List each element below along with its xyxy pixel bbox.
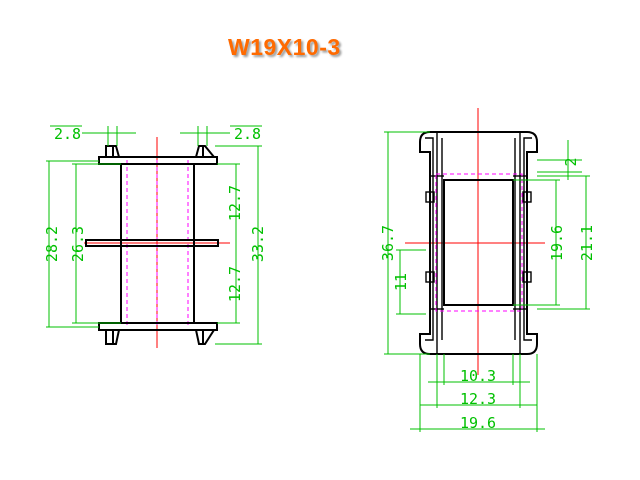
top-flange [98,156,218,165]
dim-upper-section: 12.7 [226,185,244,221]
top-right-pin [195,145,215,158]
dim-inner-width: 12.3 [460,390,496,408]
dim-pin-width-left: 2.8 [54,125,81,143]
top-left-pin [105,145,120,158]
dim-slot-height: 11 [392,273,410,291]
bottom-left-pin [105,329,120,345]
winding-window [443,179,514,306]
dim-window-height: 19.6 [548,225,566,261]
side-view: 2.8 2.8 28.2 26.3 12.7 12.7 33.2 [43,125,267,348]
dim-pin-width-right: 2.8 [234,125,261,143]
dim-overall-height-left: 28.2 [43,226,61,262]
dim-overall-height: 36.7 [379,225,397,261]
dim-overall-width: 19.6 [460,414,496,432]
bobbin-outline [419,131,538,355]
dim-pin-gap: 2 [562,157,580,166]
dim-overall-height-right: 33.2 [249,226,267,262]
dim-window-width: 10.3 [460,367,496,385]
front-view: 36.7 11 2 19.6 21.1 10.3 12.3 19.6 [379,108,596,432]
dim-inner-height: 26.3 [69,226,87,262]
middle-flange [85,239,219,247]
dim-lower-section: 12.7 [226,266,244,302]
bottom-right-pin [195,329,215,345]
bottom-flange [98,322,218,331]
dim-flange-height: 21.1 [578,225,596,261]
drawing-title: W19X10-3 [228,34,341,60]
